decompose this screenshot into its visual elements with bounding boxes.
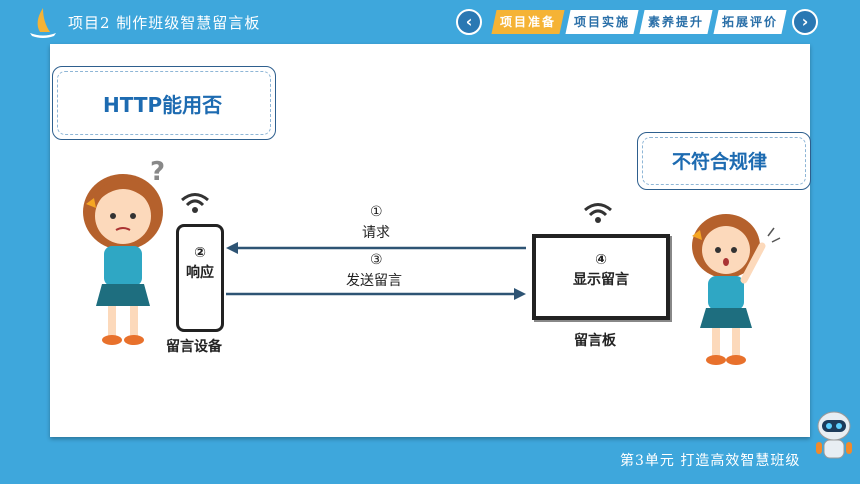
thinking-girl-illustration: ? <box>83 157 165 345</box>
top-bar: 项目2 制作班级智慧留言板 ‹ 项目准备 项目实施 素养提升 拓展评价 › <box>0 0 860 44</box>
answer-text: 不符合规律 <box>672 151 768 173</box>
prev-arrow-icon[interactable]: ‹ <box>456 9 482 35</box>
unit-footer: 第3单元 打造高效智慧班级 <box>620 453 801 469</box>
wifi-icon <box>584 203 612 223</box>
send-number: ③ <box>370 252 383 268</box>
request-label: 请求 <box>362 225 390 241</box>
request-number: ① <box>370 204 383 220</box>
question-text: HTTP能用否 <box>103 93 223 117</box>
request-arrow <box>226 242 526 254</box>
send-arrow <box>226 288 526 300</box>
tab-label: 拓展评价 <box>721 15 778 29</box>
tab-literacy[interactable]: 素养提升 <box>639 10 713 34</box>
tab-label: 素养提升 <box>647 15 704 29</box>
tab-label: 项目准备 <box>499 15 556 29</box>
next-arrow-icon[interactable]: › <box>792 9 818 35</box>
board-caption: 留言板 <box>574 333 616 349</box>
robot-mascot-icon <box>816 411 852 459</box>
tab-project-impl[interactable]: 项目实施 <box>565 10 639 34</box>
phone-caption: 留言设备 <box>166 339 222 355</box>
wifi-icon <box>181 193 209 213</box>
tab-evaluation[interactable]: 拓展评价 <box>713 10 787 34</box>
svg-text:?: ? <box>150 157 165 187</box>
pointing-girl-illustration <box>692 214 781 365</box>
answer-bubble: 不符合规律 <box>637 132 811 190</box>
send-label: 发送留言 <box>346 273 402 289</box>
tab-label: 项目实施 <box>573 15 630 29</box>
sailboat-logo-icon <box>30 8 56 38</box>
tab-project-prep[interactable]: 项目准备 <box>491 10 565 34</box>
project-title: 项目2 制作班级智慧留言板 <box>68 14 261 32</box>
question-bubble: HTTP能用否 <box>52 66 276 140</box>
